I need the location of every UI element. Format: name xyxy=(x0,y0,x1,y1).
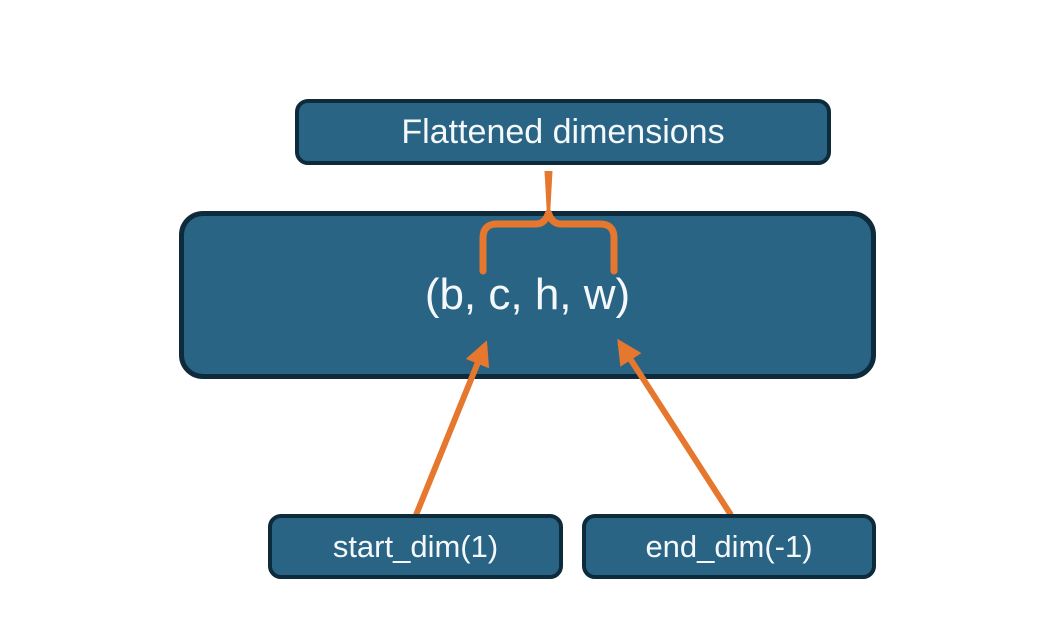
brace-stem xyxy=(544,171,553,216)
flattened-dimensions-box: Flattened dimensions xyxy=(295,99,831,165)
flattened-dimensions-label: Flattened dimensions xyxy=(401,112,725,151)
tensor-shape-box: (b, c, h, w) xyxy=(179,211,876,379)
end-dim-box: end_dim(-1) xyxy=(582,514,876,579)
start-dim-label: start_dim(1) xyxy=(332,528,499,564)
start-dim-box: start_dim(1) xyxy=(268,514,563,579)
tensor-shape-label: (b, c, h, w) xyxy=(424,270,631,319)
end-dim-label: end_dim(-1) xyxy=(645,528,813,564)
